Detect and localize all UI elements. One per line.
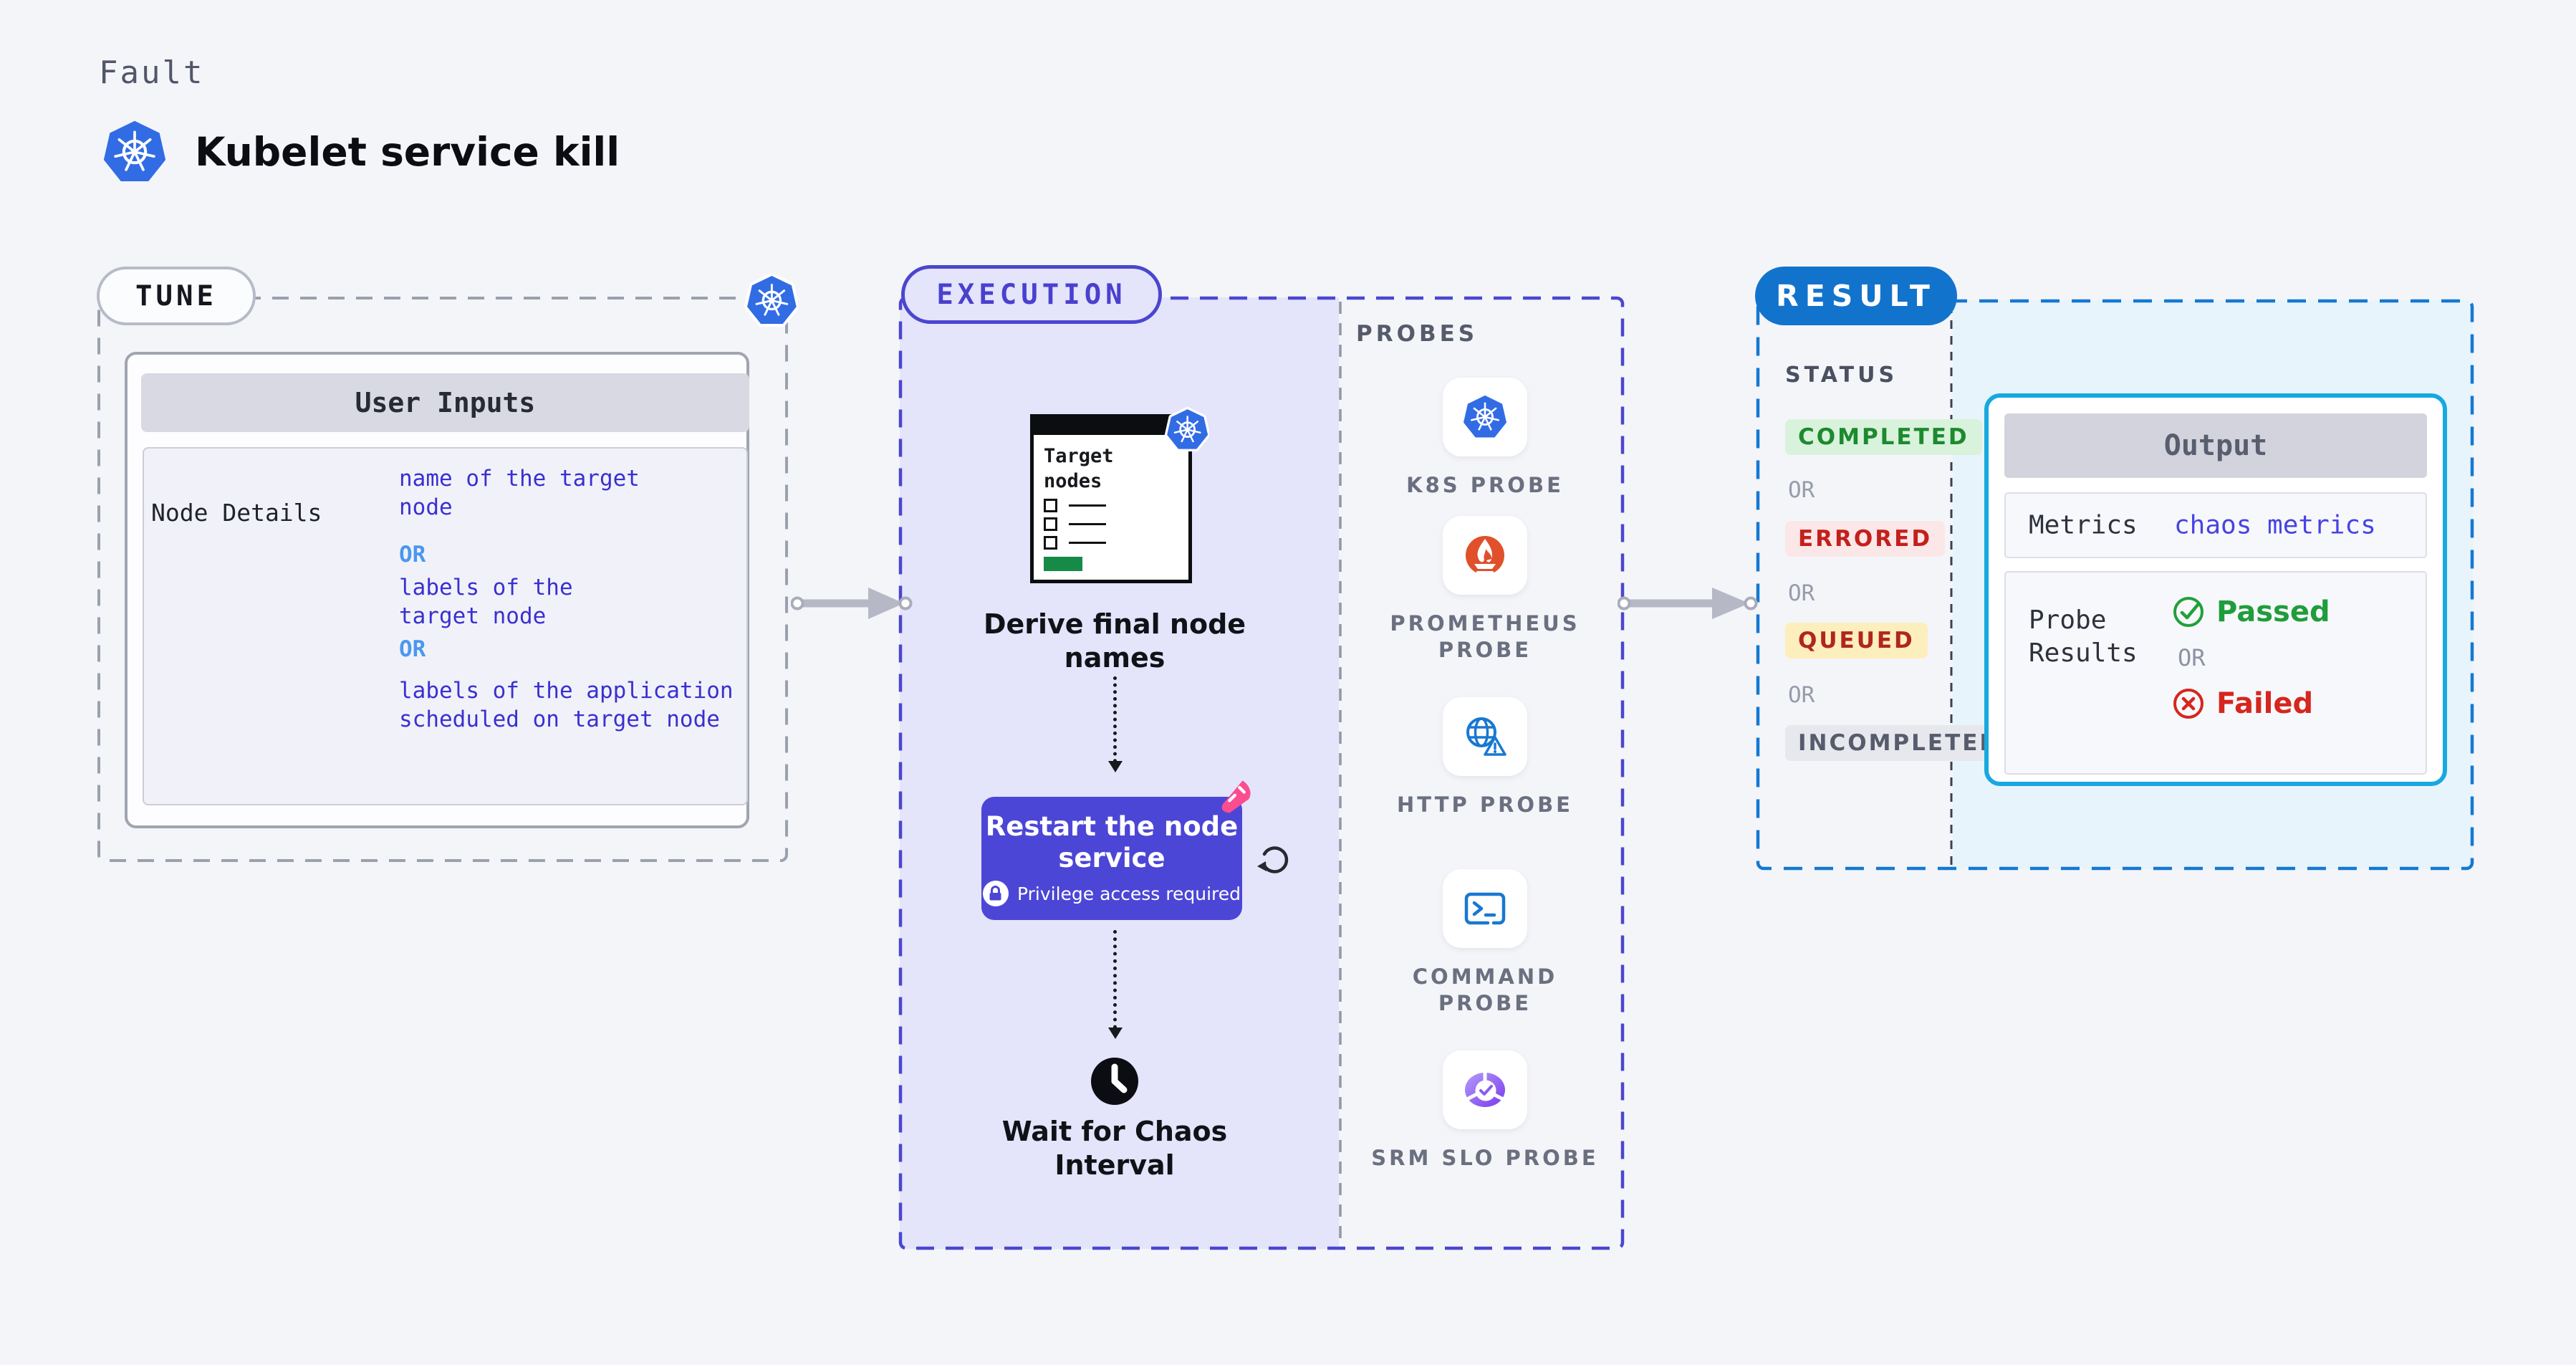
metrics-row: Metrics chaos metrics: [2004, 492, 2427, 558]
output-panel: Output Metrics chaos metrics Probe Resul…: [1984, 393, 2447, 786]
node-checkbox-row: [1044, 517, 1188, 531]
metrics-value: chaos metrics: [2174, 510, 2376, 540]
probes-heading: PROBES: [1356, 321, 1479, 347]
node-details-option-3: labels of the application scheduled on t…: [399, 678, 734, 732]
probe-item-k8s: K8S PROBE: [1347, 378, 1623, 499]
tune-section-badge: TUNE: [97, 267, 256, 325]
node-line: [1069, 504, 1106, 507]
probe-item-prometheus: PROMETHEUS PROBE: [1347, 516, 1623, 664]
probe-label: K8S PROBE: [1406, 473, 1564, 497]
derive-node-names-step: Derive final node names: [983, 608, 1246, 674]
arrow-execution-to-result: [1618, 588, 1758, 619]
probe-card: [1443, 869, 1527, 948]
failed-label: Failed: [2216, 687, 2314, 720]
page-title: Kubelet service kill: [195, 129, 620, 175]
status-badge-queued: QUEUED: [1785, 623, 1928, 658]
tune-section-frame: [97, 297, 788, 862]
probe-result-or: OR: [2178, 644, 2206, 671]
target-nodes-document: Target nodes: [1030, 414, 1192, 583]
fault-kicker: Fault: [99, 54, 205, 91]
probe-results-label: Probe Results: [2029, 605, 2138, 668]
kubernetes-logo: [102, 119, 168, 185]
option-or-1: OR: [399, 542, 426, 567]
arrow-tune-to-execution: [791, 588, 913, 619]
user-inputs-header: User Inputs: [141, 373, 749, 432]
node-details-label: Node Details: [151, 499, 322, 527]
kubernetes-icon: [739, 268, 798, 327]
status-or: OR: [1788, 477, 1815, 503]
probe-item-http: HTTP PROBE: [1347, 697, 1623, 818]
probe-card: [1443, 516, 1527, 595]
loop-retry-icon: [1257, 846, 1289, 873]
passed-line: Passed: [2172, 595, 2330, 628]
clock-icon: [1091, 1058, 1138, 1105]
privilege-note: Privilege access required: [982, 881, 1241, 906]
probe-label: SRM SLO PROBE: [1371, 1146, 1599, 1170]
probe-label: PROMETHEUS PROBE: [1390, 611, 1580, 662]
kubernetes-icon: [1160, 403, 1209, 451]
status-or: OR: [1788, 580, 1815, 606]
metrics-label: Metrics: [2029, 510, 2138, 540]
status-badge-incompleted: INCOMPLETED: [1785, 725, 2014, 761]
x-circle-icon: [2173, 689, 2203, 719]
option-or-2: OR: [399, 636, 426, 662]
chaos-fault-icon: [1221, 780, 1251, 813]
status-badge-errored: ERRORED: [1785, 521, 1946, 557]
globe-alert-icon: [1466, 717, 1506, 756]
node-line: [1069, 523, 1106, 525]
flow-arrow-down: [1108, 930, 1123, 1039]
flow-arrow-down: [1108, 676, 1123, 772]
restart-step-title: Restart the node service: [985, 811, 1239, 873]
node-checkbox-row: [1044, 499, 1188, 512]
wait-chaos-interval-step: Wait for Chaos Interval: [1001, 1116, 1228, 1181]
check-circle-icon: [2173, 597, 2203, 627]
node-line: [1069, 542, 1106, 544]
status-heading: STATUS: [1785, 363, 1898, 388]
checkbox-icon: [1044, 499, 1057, 512]
document-titlebar: [1034, 418, 1188, 435]
probe-card: [1443, 1050, 1527, 1129]
privilege-note-text: Privilege access required: [1017, 883, 1241, 904]
probe-card: [1443, 378, 1527, 456]
probe-results-row: Probe Results Passed OR Failed: [2004, 571, 2427, 775]
progress-bar: [1044, 557, 1082, 571]
node-details-option-1: name of the target node: [399, 466, 640, 520]
checkbox-icon: [1044, 536, 1057, 550]
node-checkbox-row: [1044, 536, 1188, 550]
node-details-option-2: labels of the target node: [399, 575, 573, 629]
result-section-badge: RESULT: [1755, 267, 1957, 325]
prometheus-icon: [1466, 536, 1504, 575]
status-or: OR: [1788, 682, 1815, 708]
output-header: Output: [2004, 413, 2427, 478]
probe-label: HTTP PROBE: [1396, 792, 1573, 817]
lock-icon: [982, 881, 1009, 906]
probe-results-values: Passed OR Failed: [2172, 595, 2330, 720]
probe-card: [1443, 697, 1527, 776]
status-badge-completed: COMPLETED: [1785, 419, 1982, 455]
execution-section-frame: [898, 296, 1625, 1250]
user-inputs-body: [143, 447, 748, 805]
probe-item-command: COMMAND PROBE: [1347, 869, 1623, 1017]
kubernetes-icon: [1462, 394, 1508, 440]
passed-label: Passed: [2216, 595, 2330, 628]
slo-gauge-icon: [1465, 1071, 1505, 1107]
probe-label: COMMAND PROBE: [1412, 964, 1558, 1015]
execution-section-badge: EXECUTION: [901, 265, 1162, 324]
result-section-frame: [1756, 299, 2474, 871]
failed-line: Failed: [2172, 687, 2330, 720]
restart-node-service-step: Restart the node service Privilege acces…: [981, 797, 1242, 920]
terminal-icon: [1464, 892, 1506, 925]
target-nodes-title: Target nodes: [1044, 445, 1114, 492]
checkbox-icon: [1044, 517, 1057, 531]
probe-item-srm-slo: SRM SLO PROBE: [1347, 1050, 1623, 1172]
